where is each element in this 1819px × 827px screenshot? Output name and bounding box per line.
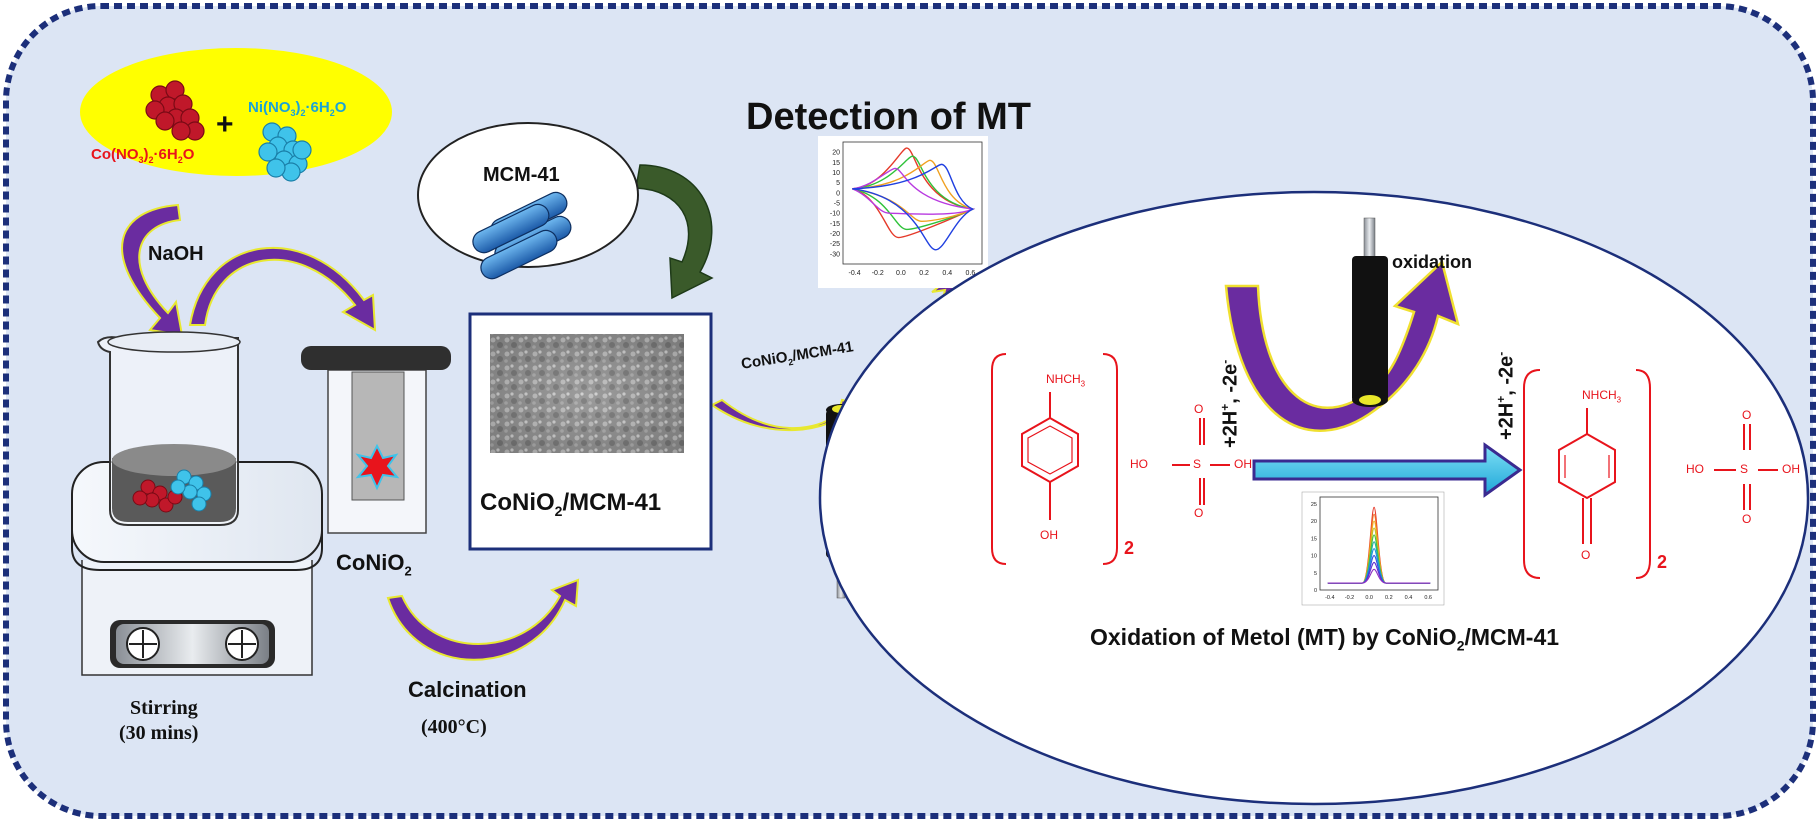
cv-y-tick-label: 0 [836, 190, 840, 197]
working-electrode-icon [1352, 217, 1388, 407]
dpv-x-tick-label: 0.0 [1365, 595, 1373, 601]
dpv-series-line [1327, 568, 1431, 584]
dpv-y-tick-label: 15 [1311, 536, 1317, 542]
detection-title: Detection of MT [746, 96, 1031, 138]
oxidation-u-arrow-icon [1224, 259, 1460, 432]
cv-y-tick-label: -25 [830, 241, 840, 248]
cv-x-tick-label: 0.6 [966, 270, 976, 277]
dpv-y-tick-label: 0 [1314, 588, 1317, 594]
dpv-x-tick-label: 0.6 [1424, 595, 1432, 601]
reactant-nhch3-label: NHCH3 [1046, 372, 1086, 389]
cv-y-tick-label: -10 [830, 211, 840, 218]
cv-x-tick-label: -0.4 [849, 270, 861, 277]
reactant-structure [991, 353, 1230, 565]
product-nhch3-label: NHCH3 [1582, 388, 1622, 405]
product-acid-oh: OH [1782, 462, 1800, 476]
precursor-ellipse [80, 48, 392, 176]
nickel-nitrate-label: Ni(NO3)2·6H2O [248, 99, 347, 118]
product-acid-o-bottom: O [1742, 512, 1752, 526]
cv-x-tick-label: 0.0 [896, 270, 906, 277]
mcm41-label: MCM-41 [483, 164, 560, 186]
arrow-to-crucible-icon [188, 246, 377, 332]
cv-axes-frame [842, 141, 983, 265]
reactant-acid-oh: OH [1234, 457, 1252, 471]
reactant-acid-o-bottom: O [1194, 506, 1204, 520]
cv-x-tick-label: -0.2 [872, 270, 884, 277]
dpv-y-tick-label: 10 [1311, 554, 1317, 560]
cv-x-tick-label: 0.2 [919, 270, 929, 277]
cv-x-tick-label: 0.4 [942, 270, 952, 277]
cv-y-tick-label: -5 [834, 201, 840, 208]
naoh-label: NaOH [148, 243, 204, 265]
conio2-label: CoNiO2 [336, 550, 412, 579]
cv-y-tick-label: 5 [836, 180, 840, 187]
cobalt-particles-icon [145, 80, 205, 141]
cv-y-tick-label: 15 [832, 160, 840, 167]
stirring-time-label: (30 mins) [119, 722, 199, 744]
calcination-label: Calcination [408, 677, 527, 702]
mcm-rods-icon [472, 191, 572, 280]
dpv-y-tick-label: 25 [1311, 502, 1317, 508]
product-stoich: 2 [1657, 552, 1668, 572]
reactant-oh-label: OH [1040, 528, 1058, 542]
dpv-chart: -0.4 -0.2 0.0 0.2 0.4 0.6 25 20 15 10 5 0 [1311, 496, 1439, 601]
reaction-arrow-icon [1252, 442, 1523, 498]
proton-left-label: +2H+, -2e- [1218, 359, 1242, 448]
dpv-axes-frame [1319, 496, 1439, 591]
dpv-x-tick-label: -0.4 [1325, 595, 1334, 601]
reactant-acid-s: S [1193, 457, 1202, 471]
proton-right-label: +2H+, -2e- [1494, 351, 1518, 440]
product-acid-ho: HO [1686, 462, 1704, 476]
calcination-temp-label: (400°C) [421, 716, 487, 738]
cv-series-line [852, 163, 975, 251]
product-acid-s: S [1740, 462, 1749, 476]
cobalt-nitrate-label: Co(NO3)2·6H2O [91, 146, 195, 165]
product-acid-o-top: O [1742, 408, 1752, 422]
plus-sign: + [216, 108, 234, 141]
mcm-ellipse [417, 122, 639, 268]
cv-y-tick-label: -15 [830, 221, 840, 228]
oxidation-label: oxidation [1392, 252, 1472, 272]
dpv-x-tick-label: 0.2 [1385, 595, 1393, 601]
reactant-stoich: 2 [1124, 538, 1135, 558]
product-structure [1523, 369, 1778, 579]
beaker-icon [96, 331, 241, 526]
mcm-arrow-icon [635, 164, 714, 300]
product-o-label: O [1581, 548, 1591, 562]
reactant-acid-ho: HO [1130, 457, 1148, 471]
dpv-x-tick-label: 0.4 [1405, 595, 1413, 601]
reactant-acid-o-top: O [1194, 402, 1204, 416]
crucible-icon [301, 346, 451, 534]
dpv-chart-box [1301, 491, 1445, 606]
cv-chart: -0.4 -0.2 0.0 0.2 0.4 0.6 20 15 10 5 0 -5 -10 -15 -20 -… [830, 141, 983, 277]
calcination-arrow-icon [386, 578, 580, 661]
cv-y-tick-label: -30 [830, 251, 840, 258]
nickel-particles-icon [258, 122, 312, 182]
cv-y-tick-label: 10 [832, 170, 840, 177]
cv-y-tick-label: -20 [830, 231, 840, 238]
dpv-x-tick-label: -0.2 [1345, 595, 1354, 601]
stirring-label: Stirring [130, 697, 198, 719]
dpv-y-tick-label: 5 [1314, 571, 1317, 577]
dpv-y-tick-label: 20 [1311, 519, 1317, 525]
composite-label: CoNiO2/MCM-41 [480, 489, 662, 519]
oxidation-caption: Oxidation of Metol (MT) by CoNiO2/MCM-41 [1090, 624, 1560, 654]
cv-y-tick-label: 20 [832, 150, 840, 157]
